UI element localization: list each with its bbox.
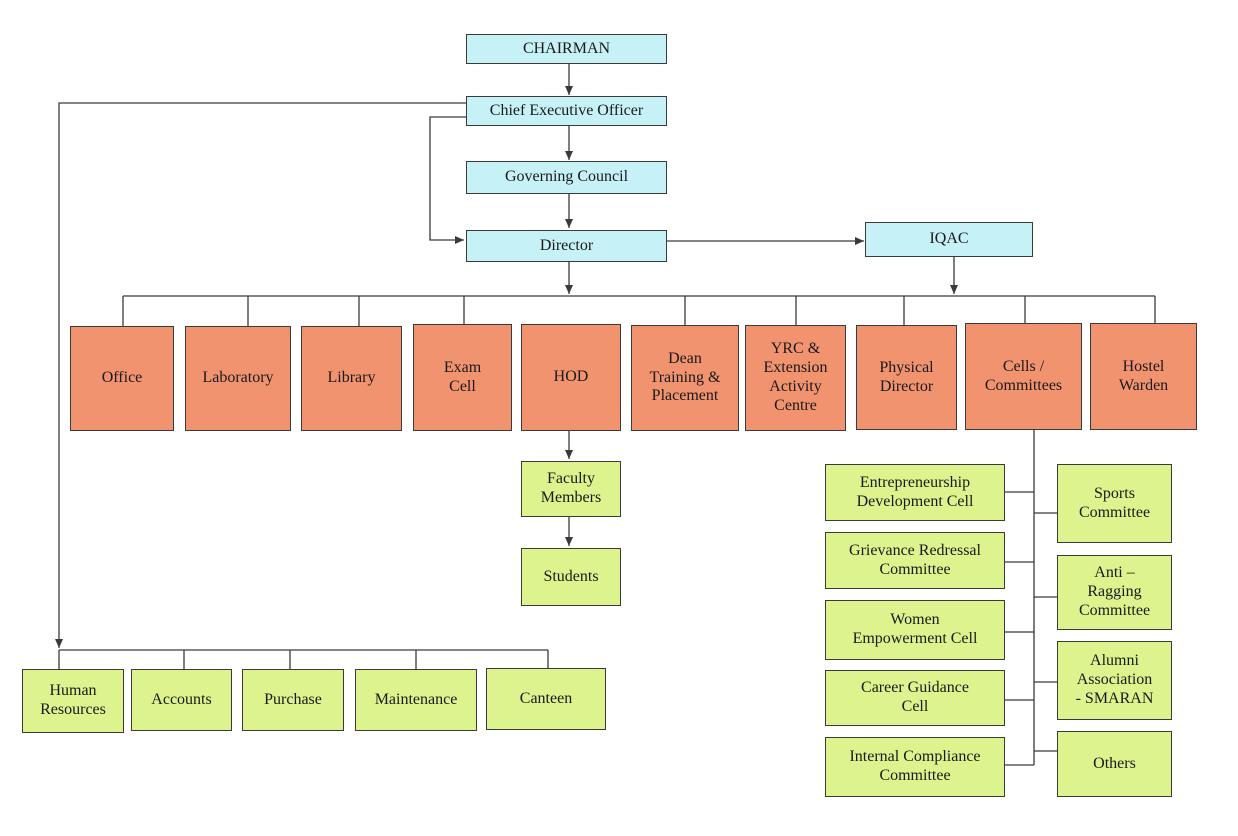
- alumni-association-box: Alumni Association - SMARAN: [1057, 641, 1172, 720]
- grievance-redressal-committee-box: Grievance Redressal Committee: [825, 532, 1005, 589]
- faculty-members-box: Faculty Members: [521, 461, 621, 517]
- human-resources-box: Human Resources: [22, 669, 124, 733]
- ceo-box: Chief Executive Officer: [466, 96, 667, 126]
- iqac-box: IQAC: [865, 222, 1033, 257]
- others-box: Others: [1057, 731, 1172, 797]
- governing-council-box: Governing Council: [466, 161, 667, 194]
- entrepreneurship-development-cell-box: Entrepreneurship Development Cell: [825, 464, 1005, 521]
- physical-director-box: Physical Director: [856, 325, 957, 430]
- chairman-box: CHAIRMAN: [466, 34, 667, 64]
- maintenance-box: Maintenance: [355, 669, 477, 731]
- hostel-warden-box: Hostel Warden: [1090, 323, 1197, 430]
- laboratory-box: Laboratory: [185, 326, 291, 431]
- library-box: Library: [301, 326, 402, 431]
- hod-box: HOD: [521, 324, 621, 431]
- sports-committee-box: Sports Committee: [1057, 464, 1172, 543]
- students-box: Students: [521, 548, 621, 606]
- director-box: Director: [466, 230, 667, 262]
- dean-training-placement-box: Dean Training & Placement: [631, 325, 739, 431]
- yrc-extension-box: YRC & Extension Activity Centre: [745, 325, 846, 431]
- accounts-box: Accounts: [131, 669, 232, 731]
- office-box: Office: [70, 326, 174, 431]
- exam-cell-box: Exam Cell: [413, 324, 512, 431]
- purchase-box: Purchase: [242, 669, 344, 731]
- women-empowerment-cell-box: Women Empowerment Cell: [825, 600, 1005, 660]
- anti-ragging-committee-box: Anti – Ragging Committee: [1057, 555, 1172, 630]
- canteen-box: Canteen: [486, 668, 606, 730]
- career-guidance-cell-box: Career Guidance Cell: [825, 670, 1005, 726]
- cells-committees-box: Cells / Committees: [965, 323, 1082, 430]
- internal-compliance-committee-box: Internal Compliance Committee: [825, 737, 1005, 797]
